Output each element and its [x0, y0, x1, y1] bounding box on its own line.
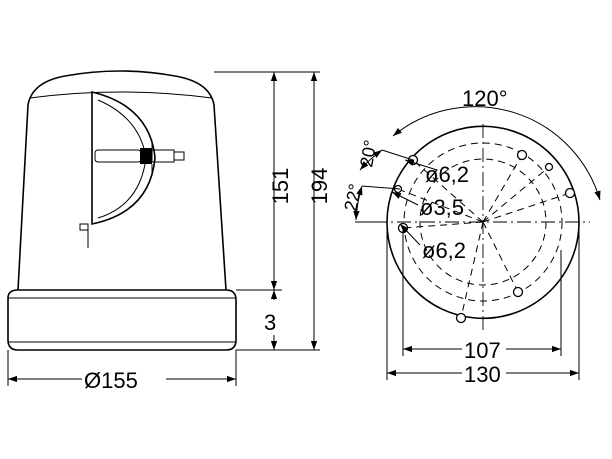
bulb-icon — [94, 148, 185, 164]
dim-width-130: 130 — [464, 362, 501, 387]
hole-dia-6-2-top: ø6,2 — [425, 162, 469, 187]
hole-dia-3-5: ø3,5 — [420, 195, 464, 220]
dim-gap: 3 — [264, 310, 276, 335]
lens-dome — [17, 70, 227, 291]
angle-20: 20° — [356, 138, 380, 168]
base-housing — [7, 289, 237, 351]
side-view — [7, 70, 237, 351]
hole-dia-6-2-bottom: ø6,2 — [422, 238, 466, 263]
dimension-lines-top — [386, 222, 580, 380]
dim-diameter-base: Ø155 — [84, 368, 138, 393]
angle-22: 22° — [340, 182, 365, 213]
angle-120: 120° — [462, 86, 508, 111]
dim-width-107: 107 — [464, 338, 501, 363]
reflector — [91, 90, 156, 225]
dimension-lines-side — [7, 71, 320, 386]
dim-height-total: 194 — [307, 168, 332, 205]
angle-arcs — [353, 106, 601, 246]
dim-height-lens: 151 — [268, 168, 293, 205]
